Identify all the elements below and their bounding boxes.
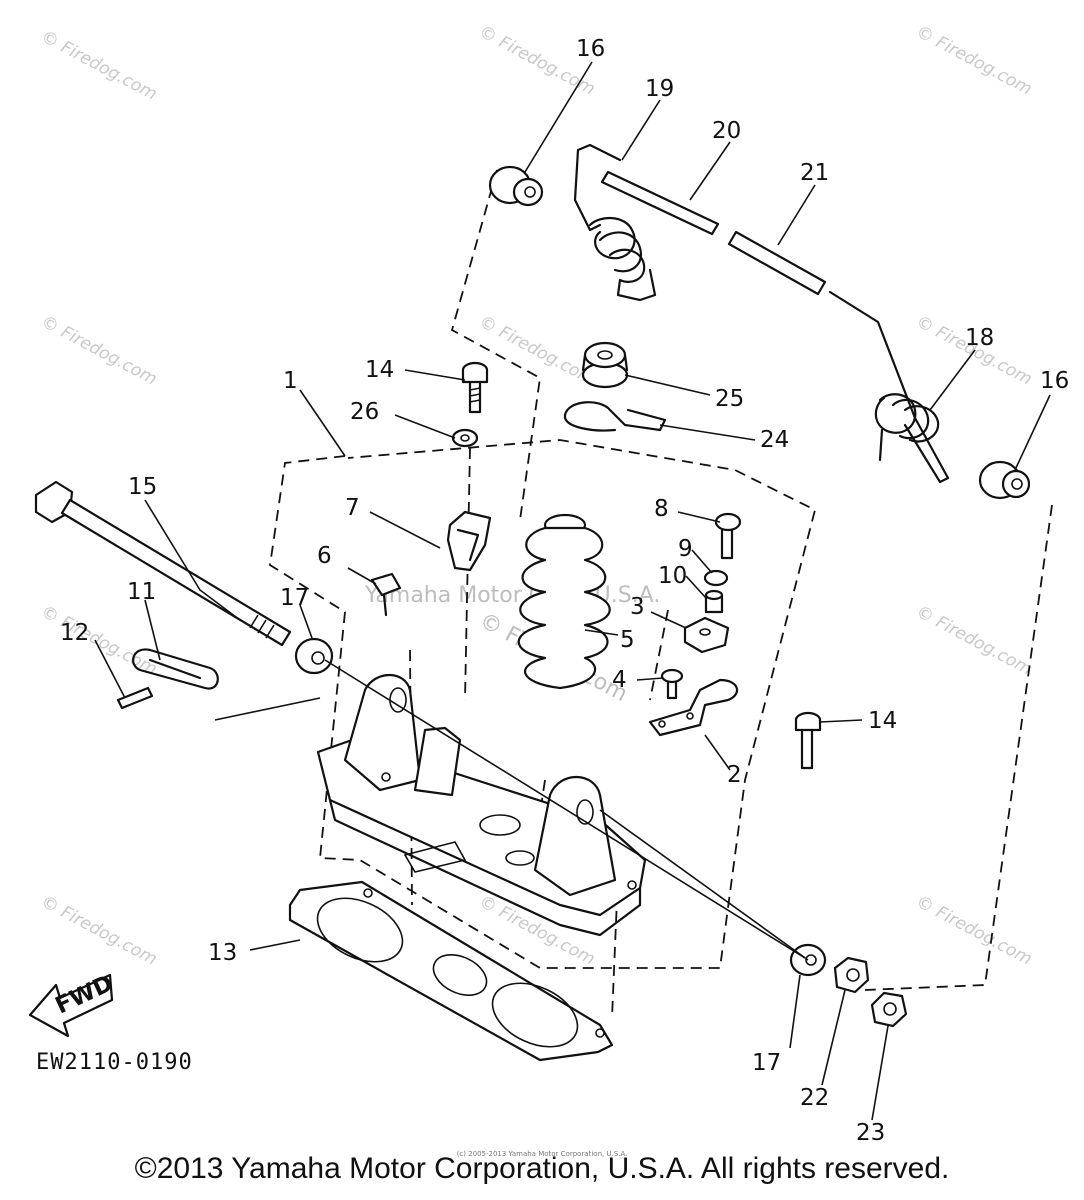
part-21-rod: [727, 230, 827, 296]
part-10-collar: [704, 589, 724, 614]
watermark-text: © Firedog.com: [476, 312, 598, 390]
callout-17: 17: [752, 1050, 781, 1076]
callout-24: 24: [760, 427, 789, 453]
part-1-mount-base: [316, 674, 647, 937]
part-14-bolt-right: [794, 711, 822, 770]
watermark-text: © Firedog.com: [913, 22, 1035, 100]
part-6-knob: [370, 572, 402, 617]
part-14-bolt-top: [461, 361, 489, 414]
callout-23: 23: [856, 1120, 885, 1146]
watermark-text: © Firedog.com: [38, 602, 160, 680]
callout-7: 7: [345, 495, 360, 521]
part-9-washer: [703, 569, 729, 587]
callout-10: 10: [658, 563, 687, 589]
axis-line: [599, 809, 809, 961]
callout-3: 3: [630, 594, 645, 620]
callout-8: 8: [654, 496, 669, 522]
callout-2: 2: [727, 762, 742, 788]
callout-labels: 16 19 20 21 18 16 14 25 26 24 1 15 7 8 9…: [60, 36, 1069, 1146]
callout-13: 13: [208, 940, 237, 966]
callout-1: 1: [283, 368, 298, 394]
part-12-pin: [116, 686, 154, 710]
part-25-cap: [581, 341, 629, 389]
callout-15: 15: [128, 474, 157, 500]
callout-12: 12: [60, 620, 89, 646]
callout-22: 22: [800, 1085, 829, 1111]
part-13-gasket: [288, 880, 614, 1062]
copyright-footer: ©2013 Yamaha Motor Corporation, U.S.A. A…: [134, 1152, 950, 1185]
callout-17: 17: [280, 585, 309, 611]
part-18-torsion-spring: [828, 290, 950, 484]
part-17-washer-left: [294, 637, 334, 675]
part-26-washer: [451, 428, 479, 448]
callout-20: 20: [712, 118, 741, 144]
callout-11: 11: [127, 579, 156, 605]
part-4-screw: [660, 668, 684, 700]
callout-5: 5: [620, 627, 635, 653]
part-24-band: [563, 401, 667, 432]
part-16-bushing-top: [488, 165, 544, 207]
part-8-bolt: [714, 512, 742, 560]
part-22-nut: [833, 956, 870, 994]
part-23-nut: [870, 991, 908, 1028]
callout-14: 14: [365, 357, 394, 383]
watermark-text: © Firedog.com: [38, 892, 160, 970]
callout-26: 26: [350, 399, 379, 425]
part-15-long-bolt: [34, 480, 292, 647]
part-11-clip: [132, 648, 219, 690]
part-5-bellows: [517, 513, 611, 690]
callout-21: 21: [800, 160, 829, 186]
callout-18: 18: [965, 325, 994, 351]
watermark-text: © Firedog.com: [38, 27, 160, 105]
watermark-text: © Firedog.com: [38, 312, 160, 390]
axis-line: [324, 659, 806, 959]
part-7-bracket: [446, 510, 492, 572]
watermark-text: © Firedog.com: [913, 602, 1035, 680]
part-19-torsion-spring: [573, 143, 657, 302]
callout-25: 25: [715, 386, 744, 412]
callout-4: 4: [612, 667, 627, 693]
part-20-rod: [600, 170, 720, 236]
callout-14: 14: [868, 708, 897, 734]
watermark-text: © Firedog.com: [913, 892, 1035, 970]
fwd-arrow-icon: FWD: [28, 970, 117, 1038]
callout-6: 6: [317, 543, 332, 569]
part-2-plate: [648, 678, 738, 737]
callout-16: 16: [576, 36, 605, 62]
callout-19: 19: [645, 76, 674, 102]
part-3-block: [683, 616, 730, 654]
small-copyright: (c) 2005-2013 Yamaha Motor Corporation, …: [456, 1150, 628, 1158]
callout-16: 16: [1040, 368, 1069, 394]
callout-9: 9: [678, 536, 693, 562]
center-watermark: Yamaha Motor Corp.,U.S.A.: [364, 583, 660, 608]
document-number: EW2110-0190: [36, 1050, 193, 1075]
part-16-bushing-right: [978, 460, 1031, 500]
callout-leaders: [94, 61, 1051, 1121]
